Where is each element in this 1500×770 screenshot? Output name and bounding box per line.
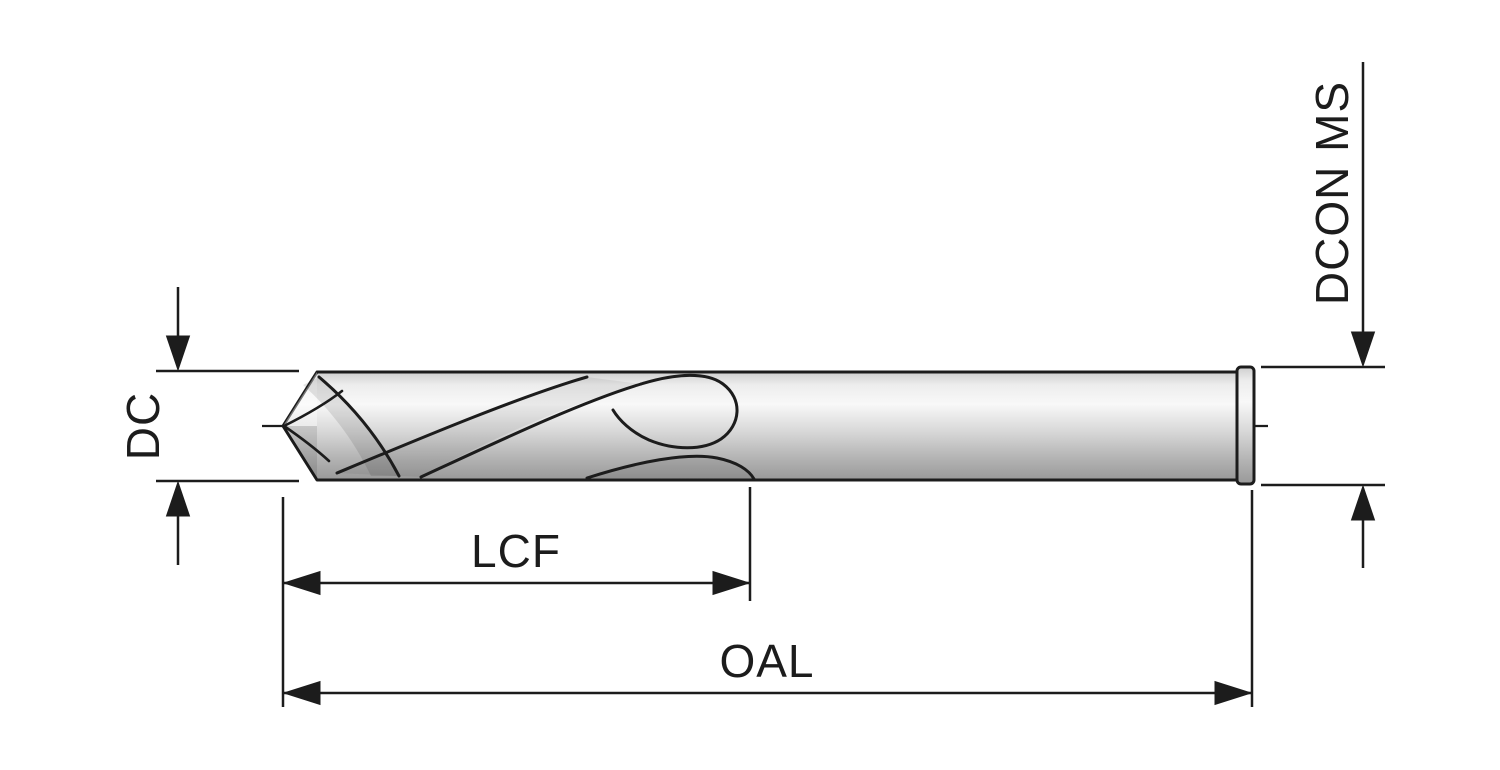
- dimensions: DC DCON MS LCF OAL: [117, 62, 1385, 707]
- dcon-dimension: DCON MS: [1261, 62, 1385, 568]
- dcon-label: DCON MS: [1306, 81, 1358, 305]
- dc-label: DC: [117, 392, 169, 460]
- dc-dimension: DC: [117, 287, 299, 565]
- arrowhead-right-icon: [1214, 680, 1253, 706]
- arrowhead-up-icon: [1350, 484, 1376, 521]
- arrowhead-right-icon: [712, 570, 751, 596]
- oal-label: OAL: [719, 635, 814, 687]
- flute-helix-line: [317, 375, 401, 478]
- flute-runout-tongue: [611, 373, 739, 450]
- flute-helix-line: [419, 382, 643, 479]
- arrowhead-up-icon: [165, 480, 191, 517]
- oal-dimension: OAL: [282, 490, 1254, 707]
- arrowhead-left-icon: [282, 680, 321, 706]
- lcf-label: LCF: [471, 525, 561, 577]
- flute-helix-line: [335, 375, 589, 475]
- cutting-lip-line: [282, 424, 331, 463]
- arrowhead-down-icon: [1350, 331, 1376, 368]
- flute-shade: [337, 377, 641, 477]
- flute-shade: [587, 456, 754, 479]
- flute-runout-bottom: [585, 454, 756, 481]
- lcf-dimension: LCF: [281, 487, 752, 707]
- shank-end-cap: [1235, 365, 1256, 486]
- arrowhead-down-icon: [165, 335, 191, 372]
- drill-tip-lower-facet: [283, 426, 317, 480]
- drill-illustration: [262, 365, 1268, 486]
- cutting-lip-line: [282, 389, 344, 428]
- arrowhead-left-icon: [282, 570, 321, 596]
